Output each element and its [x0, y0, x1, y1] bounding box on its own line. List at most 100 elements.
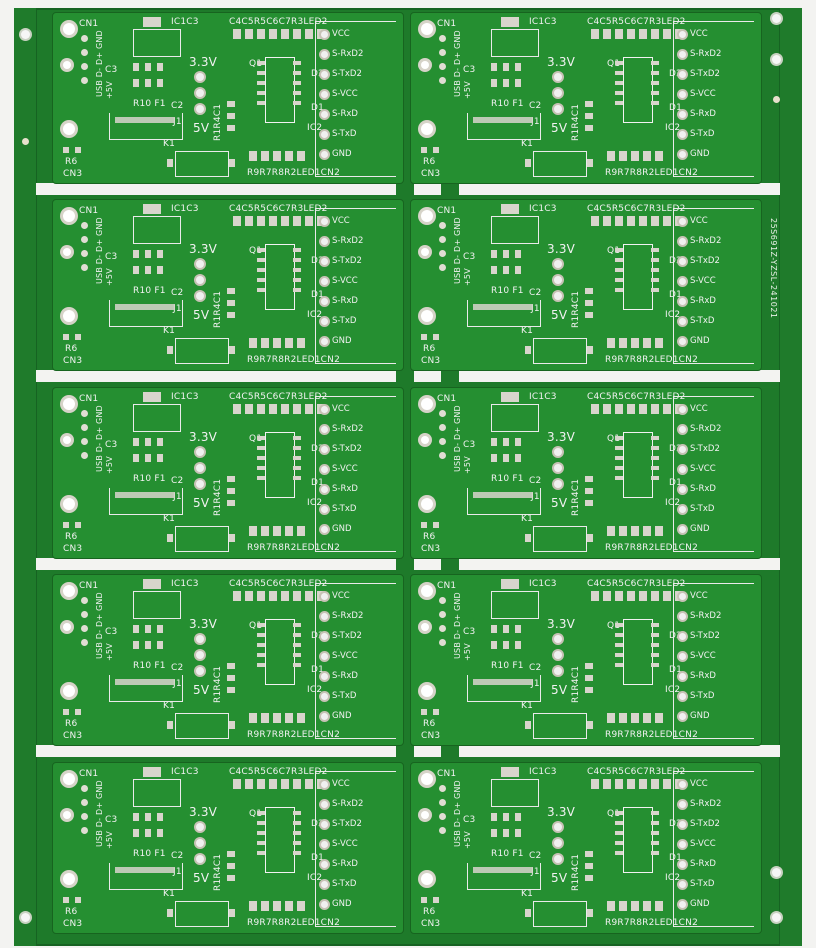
v5-label: 5V	[193, 121, 210, 135]
usb-label: USB D- D+ GND	[95, 780, 104, 847]
smd-pad	[157, 250, 163, 258]
usb-label: USB D- D+ GND	[453, 405, 462, 472]
pin-label-s-vcc: S-VCC	[690, 276, 716, 286]
smd-pad	[75, 522, 81, 528]
header-pin	[321, 673, 328, 680]
q1-label: Q1	[607, 621, 621, 631]
r10f1-label: R10 F1	[133, 99, 166, 109]
pin-label-s-txd2: S-TxD2	[332, 256, 362, 266]
smd-pad	[663, 29, 671, 39]
jumper-pin	[554, 464, 562, 472]
v-score-gap	[36, 557, 780, 571]
smd-pad	[297, 526, 305, 536]
header-pin	[321, 111, 328, 118]
header-pin	[679, 466, 686, 473]
button-pad	[525, 534, 531, 542]
r1r4c1-label: R1R4C1	[571, 103, 581, 141]
plus5v-label: +5V	[105, 268, 114, 286]
header-pin	[679, 861, 686, 868]
smd-pad	[663, 779, 671, 789]
smd-pad	[515, 63, 521, 71]
ic1c3-label: IC1C3	[171, 204, 199, 214]
mounting-hole	[63, 61, 71, 69]
pin-label-gnd: GND	[332, 899, 352, 909]
ic2-chip	[623, 57, 653, 123]
usb-label: USB D- D+ GND	[95, 592, 104, 659]
jumper-pin	[196, 292, 204, 300]
v5-label: 5V	[551, 683, 568, 697]
v33-label: 3.3V	[547, 55, 576, 69]
usb-pad	[439, 63, 446, 70]
usb-outline	[467, 300, 541, 327]
k1-label: K1	[163, 701, 176, 711]
smd-pad	[603, 216, 611, 226]
smd-pad	[305, 404, 313, 414]
smd-pad	[145, 813, 151, 821]
ic-pin	[257, 101, 265, 105]
usb-connector-pads	[115, 304, 175, 310]
cn1-label: CN1	[437, 394, 457, 404]
smd-pad	[273, 151, 281, 161]
r1r4c1-label: R1R4C1	[213, 290, 223, 328]
ic-pin	[651, 811, 659, 815]
smd-pad	[503, 454, 509, 462]
plus5v-label: +5V	[105, 456, 114, 474]
smd-pad	[75, 709, 81, 715]
ic-pin	[651, 71, 659, 75]
smd-pad	[63, 897, 69, 903]
ic2-chip	[623, 432, 653, 498]
mounting-hole	[63, 685, 75, 697]
fiducial-mark	[773, 96, 780, 103]
r6-label: R6	[423, 157, 436, 167]
usb-pad	[81, 611, 88, 618]
k1-label: K1	[163, 326, 176, 336]
plus5v-label: +5V	[105, 81, 114, 99]
jumper-pin	[554, 823, 562, 831]
r1r4c1-label: R1R4C1	[571, 290, 581, 328]
smd-pad	[663, 216, 671, 226]
cn3-label: CN3	[421, 731, 441, 741]
v33-label: 3.3V	[189, 805, 218, 819]
usb-outline	[109, 488, 183, 515]
header-pin	[321, 91, 328, 98]
jumper-pin	[554, 260, 562, 268]
cn2-label: R9R7R8R2LED1CN2	[247, 543, 341, 553]
plus5v-label: +5V	[463, 831, 472, 849]
ic2-label: IC2	[307, 123, 323, 133]
c2-label: C2	[171, 663, 184, 673]
smd-pad	[305, 591, 313, 601]
smd-pad	[515, 79, 521, 87]
smd-pad	[421, 334, 427, 340]
pin-label-s-vcc: S-VCC	[690, 464, 716, 474]
usb-pad	[439, 49, 446, 56]
pcb-board: CN1 USB D- D+ GND +5V IC1C3 C3 R10 F1 C2…	[52, 387, 404, 559]
pin-label-s-rxd: S-RxD	[690, 296, 716, 306]
smd-pad	[491, 813, 497, 821]
smd-pad	[639, 591, 647, 601]
smd-pad	[421, 147, 427, 153]
smd-pad	[631, 526, 639, 536]
button-pad	[587, 909, 593, 917]
smd-pad	[491, 454, 497, 462]
jumper-pin	[196, 651, 204, 659]
usb-pad	[439, 410, 446, 417]
pin-label-s-rxd2: S-RxD2	[690, 236, 722, 246]
r6-label: R6	[65, 344, 78, 354]
ic2-chip	[265, 807, 295, 873]
d2-label: D2	[669, 819, 683, 829]
ic1c3-label: IC1C3	[529, 767, 557, 777]
ic-pin	[615, 811, 623, 815]
ic2-label: IC2	[307, 873, 323, 883]
smd-pad	[619, 713, 627, 723]
pin-label-s-vcc: S-VCC	[690, 651, 716, 661]
usb-pad	[81, 250, 88, 257]
c3-label: C3	[105, 815, 118, 825]
ic-pin	[293, 268, 301, 272]
smd-pad	[515, 813, 521, 821]
pin-label-s-txd: S-TxD	[332, 691, 357, 701]
smd-pad	[515, 438, 521, 446]
header-pin	[321, 821, 328, 828]
smd-pad	[627, 591, 635, 601]
ic-pin	[651, 288, 659, 292]
ic1c3-label: IC1C3	[171, 17, 199, 27]
